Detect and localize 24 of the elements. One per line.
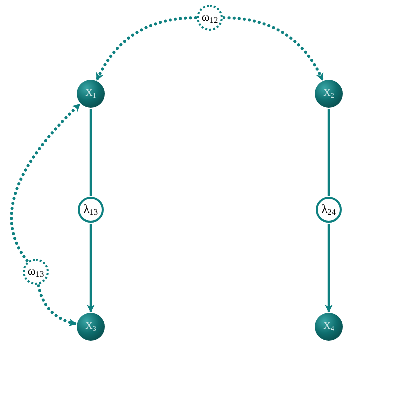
sphere-node — [77, 80, 105, 108]
arrow — [87, 224, 95, 313]
dotted-arrow — [96, 16, 198, 82]
node-label: X$_{1}$ — [86, 88, 96, 100]
sphere-node — [315, 313, 343, 341]
dotted-arrow — [10, 102, 82, 263]
node-label: ω$_{12}$ — [202, 10, 218, 26]
parameter-circle — [316, 197, 342, 223]
node-label: X$_{4}$ — [324, 321, 334, 333]
dotted-arrow — [222, 16, 324, 82]
node-label: X$_{2}$ — [324, 88, 334, 100]
node-label: ω$_{13}$ — [28, 264, 44, 280]
line — [328, 109, 330, 196]
dotted-arrow — [37, 284, 78, 326]
sphere-node — [77, 313, 105, 341]
node-label: X$_{3}$ — [86, 321, 96, 333]
node-label: λ$_{13}$ — [84, 202, 98, 218]
dotted-circle — [23, 259, 49, 285]
dotted-circle — [197, 5, 223, 31]
sphere-node — [315, 80, 343, 108]
line — [90, 109, 92, 196]
parameter-circle — [78, 197, 104, 223]
node-label: λ$_{24}$ — [322, 202, 336, 218]
arrow — [325, 224, 333, 313]
